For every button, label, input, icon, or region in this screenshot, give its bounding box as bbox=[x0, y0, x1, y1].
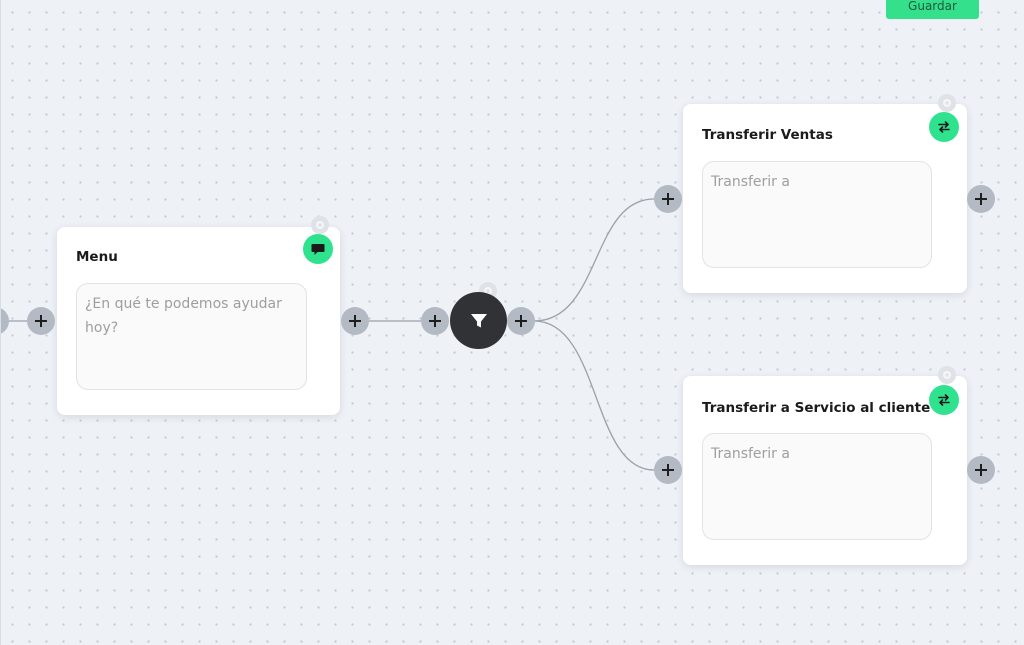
chat-bubble-icon bbox=[311, 244, 325, 255]
plus-icon bbox=[662, 464, 674, 476]
transfer-support-title: Transferir a Servicio al cliente bbox=[702, 400, 931, 416]
menu-node[interactable]: Menu ¿En qué te podemos ayudar hoy? bbox=[57, 227, 340, 415]
transfer-support-output-handle[interactable] bbox=[967, 456, 995, 484]
menu-node-message[interactable]: ¿En qué te podemos ayudar hoy? bbox=[76, 283, 307, 390]
transfer-support-type-badge bbox=[929, 385, 959, 415]
transfer-support-node[interactable]: Transferir a Servicio al cliente Transfe… bbox=[683, 376, 967, 565]
gear-icon bbox=[316, 221, 324, 229]
plus-icon bbox=[662, 193, 674, 205]
plus-icon bbox=[975, 193, 987, 205]
menu-output-handle[interactable] bbox=[341, 307, 369, 335]
gear-icon bbox=[943, 371, 951, 379]
plus-icon bbox=[429, 315, 441, 327]
transfer-sales-type-badge bbox=[929, 112, 959, 142]
transfer-sales-title: Transferir Ventas bbox=[702, 127, 833, 143]
menu-node-title: Menu bbox=[76, 249, 118, 265]
transfer-sales-settings-button[interactable] bbox=[938, 94, 956, 112]
handle-left-offscreen[interactable] bbox=[0, 307, 9, 335]
filter-node[interactable] bbox=[450, 292, 507, 349]
filter-output-handle[interactable] bbox=[507, 307, 535, 335]
menu-settings-button[interactable] bbox=[311, 216, 329, 234]
transfer-sales-output-handle[interactable] bbox=[967, 185, 995, 213]
filter-funnel-icon bbox=[470, 313, 487, 327]
transfer-arrows-icon bbox=[938, 121, 950, 133]
filter-input-handle[interactable] bbox=[421, 307, 449, 335]
transfer-sales-target[interactable]: Transferir a bbox=[702, 161, 932, 268]
menu-type-badge bbox=[303, 234, 333, 264]
transfer-sales-node[interactable]: Transferir Ventas Transferir a bbox=[683, 104, 967, 293]
plus-icon bbox=[975, 464, 987, 476]
plus-icon bbox=[0, 314, 2, 328]
plus-icon bbox=[515, 315, 527, 327]
plus-icon bbox=[349, 315, 361, 327]
edge-filter-to-sales bbox=[533, 198, 655, 322]
save-button[interactable]: Guardar bbox=[886, 0, 979, 19]
plus-icon bbox=[35, 315, 47, 327]
transfer-sales-input-handle[interactable] bbox=[654, 185, 682, 213]
menu-input-handle[interactable] bbox=[27, 307, 55, 335]
transfer-support-input-handle[interactable] bbox=[654, 456, 682, 484]
edge-filter-to-support bbox=[533, 320, 655, 471]
transfer-support-settings-button[interactable] bbox=[938, 366, 956, 384]
transfer-arrows-icon bbox=[938, 394, 950, 406]
transfer-support-target[interactable]: Transferir a bbox=[702, 433, 932, 540]
gear-icon bbox=[943, 99, 951, 107]
